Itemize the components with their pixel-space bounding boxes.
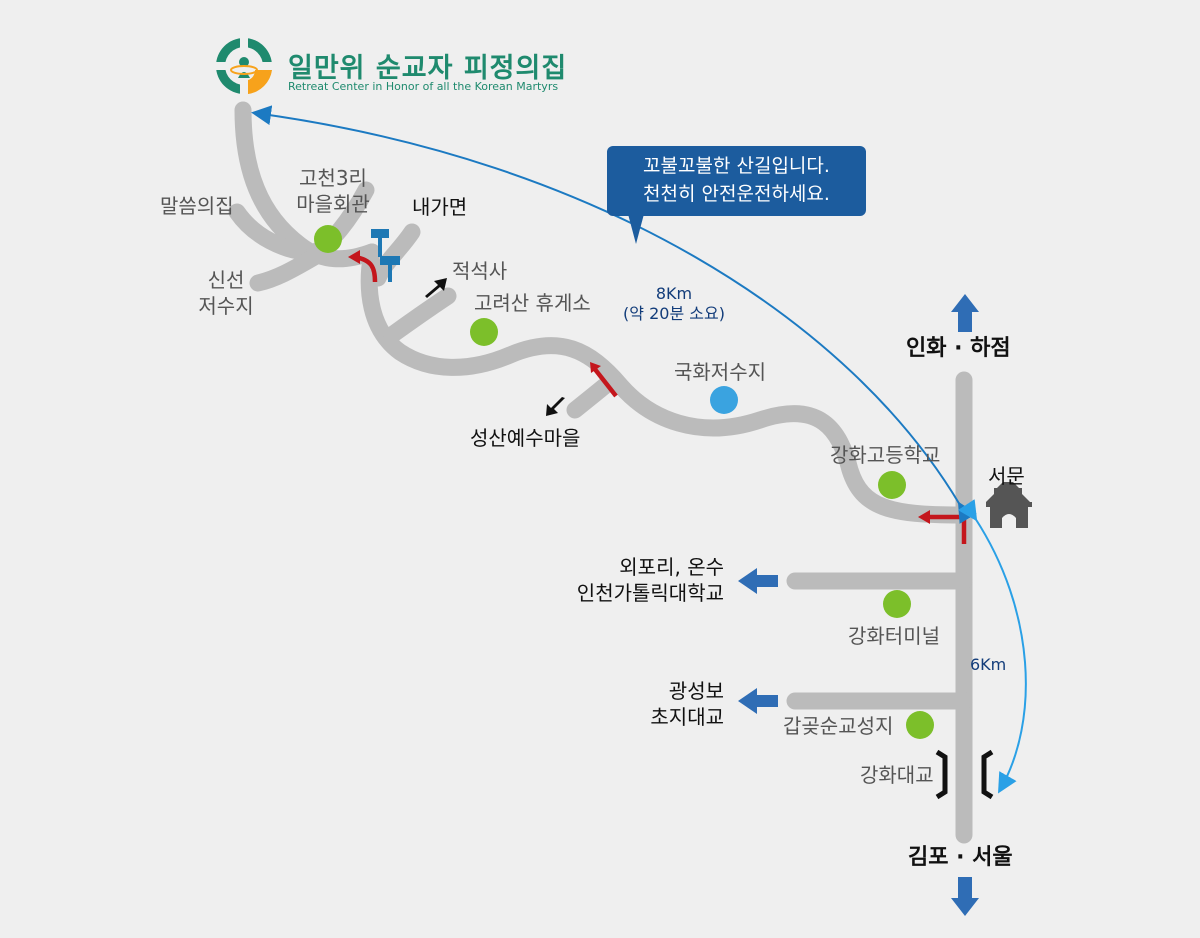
label-gocheon: 고천3리 마을회관 [288, 165, 378, 217]
arrow-left-gwangseong [738, 688, 778, 714]
label-sinseon-2: 저수지 [198, 294, 254, 318]
label-oepo-1: 외포리, 온수 [619, 555, 724, 579]
label-gapgot: 갑곶순교성지 [783, 714, 894, 738]
poi-gapgot [906, 711, 934, 739]
route-line-6km [957, 499, 1027, 794]
label-gocheon-2: 마을회관 [296, 192, 370, 216]
label-gwangseong-1: 광성보 [668, 679, 724, 703]
callout-line-2: 천천히 안전운전하세요. [643, 183, 830, 205]
logo-subtitle: Retreat Center in Honor of all the Korea… [288, 80, 559, 93]
bridge-bracket-right [981, 749, 994, 800]
distance-upper-time: (약 20분 소요) [623, 304, 725, 323]
distance-upper-km: 8Km [655, 284, 693, 303]
logo-title: 일만위 순교자 피정의집 [288, 53, 568, 84]
poi-goryeosan [470, 318, 498, 346]
arrow-left-oepo [738, 568, 778, 594]
signpost-icon-2 [380, 256, 400, 265]
label-oepo: 외포리, 온수 인천가톨릭대학교 [540, 554, 724, 606]
label-malsseum: 말씀의집 [160, 194, 234, 218]
poi-gukhwa [710, 386, 738, 414]
callout-line-1: 꼬불꼬불한 산길입니다. [643, 155, 830, 177]
poi-ganghwa-high [878, 471, 906, 499]
label-gimpo-seoul: 김포 · 서울 [908, 845, 1013, 870]
label-seomun: 서문 [988, 464, 1025, 488]
label-jeokseoksa: 적석사 [452, 259, 508, 283]
label-ganghwa-high: 강화고등학교 [830, 443, 941, 467]
label-incheon-hajeom: 인화 · 하점 [906, 336, 1011, 361]
label-seongsan: 성산예수마을 [470, 426, 581, 450]
arrow-up-incheon [951, 294, 979, 332]
poi-terminal [883, 590, 911, 618]
label-sinseon-1: 신선 [207, 268, 245, 292]
label-goryeosan: 고려산 휴게소 [474, 291, 591, 315]
label-naegamyeon: 내가면 [412, 195, 468, 219]
label-gukhwa: 국화저수지 [674, 360, 766, 384]
bridge-bracket-left [935, 749, 948, 800]
callout-tail [628, 214, 644, 244]
label-sinseon: 신선 저수지 [186, 267, 266, 319]
label-gwangseong: 광성보 초지대교 [600, 678, 724, 730]
label-oepo-2: 인천가톨릭대학교 [576, 581, 724, 605]
road-sinseon [249, 246, 327, 292]
road-naegamyeon [369, 223, 421, 287]
label-gocheon-1: 고천3리 [299, 166, 367, 190]
distance-lower-km: 6Km [970, 655, 1007, 674]
martyrs-logo-icon [216, 38, 272, 94]
arrow-seongsan [546, 397, 565, 416]
route-line-8km [251, 105, 977, 524]
arrow-down-gimpo [951, 877, 979, 916]
poi-gocheon [314, 225, 342, 253]
road-jeokseoksa [383, 287, 457, 344]
label-gwangseong-2: 초지대교 [650, 705, 724, 729]
signpost-icon [371, 229, 389, 238]
label-ganghwa-bridge: 강화대교 [860, 763, 934, 787]
callout-box: 꼬불꼬불한 산길입니다. 천천히 안전운전하세요. [607, 146, 866, 216]
distance-upper: 8Km (약 20분 소요) [614, 284, 734, 324]
label-terminal: 강화터미널 [848, 624, 940, 648]
